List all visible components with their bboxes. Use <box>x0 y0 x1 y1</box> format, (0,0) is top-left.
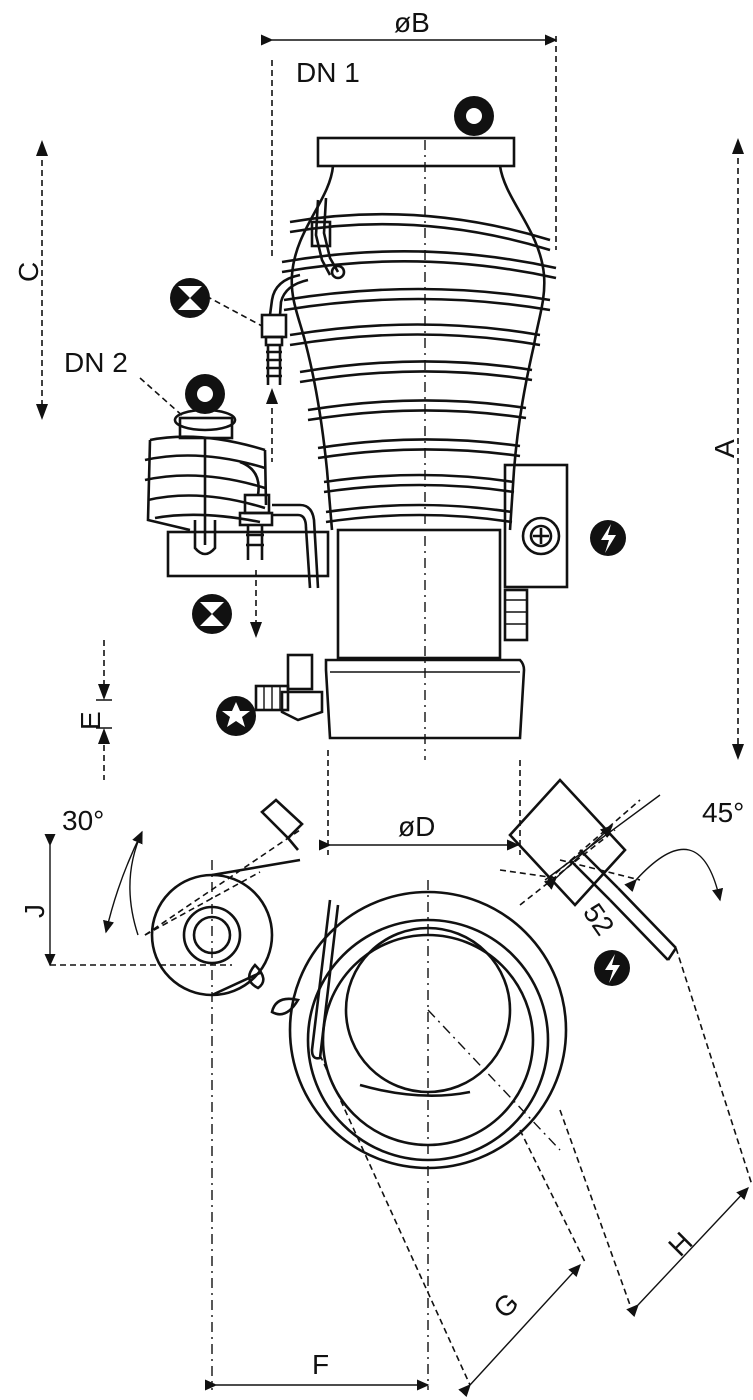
dn1-label: DN 1 <box>296 57 360 88</box>
plan-view: 30° J F G H 52 45° <box>19 778 753 1398</box>
water-cooling-icon <box>170 278 210 318</box>
dn2-label: DN 2 <box>64 347 128 378</box>
dim-d-label: øD <box>398 811 435 842</box>
vacuum-port-icon <box>185 374 225 414</box>
boiler-base <box>324 658 526 740</box>
top-flange <box>316 136 516 168</box>
dim-h-label: H <box>662 1226 698 1262</box>
gas-inlet-fitting <box>254 653 324 722</box>
side-trap <box>144 408 330 589</box>
vacuum-port-icon <box>454 96 494 136</box>
pump-cylinder <box>336 528 502 660</box>
water-cooling-icon <box>192 594 232 634</box>
dim-f-label: F <box>312 1349 329 1380</box>
dim-g-label: G <box>487 1287 524 1324</box>
dim-a-label: A <box>709 439 740 458</box>
angle-30-label: 30° <box>62 805 104 836</box>
cooling-coils <box>281 212 557 524</box>
plan-electrical-box <box>508 778 627 907</box>
side-view: øB DN 1 C DN 2 A E øD <box>13 7 744 855</box>
lightning-bolt-icon <box>594 950 630 986</box>
coolant-pipe <box>314 197 340 276</box>
lightning-bolt-icon <box>590 520 626 556</box>
power-connector <box>521 516 561 556</box>
dim-c-label: C <box>13 262 44 282</box>
coolant-fitting-upper <box>260 313 288 339</box>
dim-e-label: E <box>75 711 106 730</box>
dim-j-label: J <box>19 904 50 918</box>
electrical-box <box>503 463 569 589</box>
angle-45-label: 45° <box>702 797 744 828</box>
dim-b-label: øB <box>394 7 430 38</box>
gas-star-icon <box>216 696 256 736</box>
